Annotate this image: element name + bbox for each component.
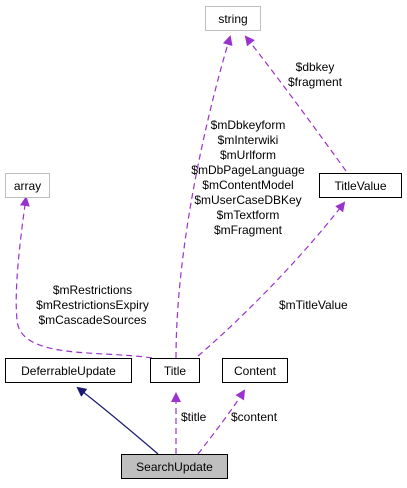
node-searchupdate-label: SearchUpdate xyxy=(136,459,213,474)
node-deferrableupdate[interactable]: DeferrableUpdate xyxy=(5,358,132,383)
edge-label-line: $content xyxy=(231,410,278,424)
node-string-label: string xyxy=(218,11,248,26)
node-deferrableupdate-label: DeferrableUpdate xyxy=(21,363,116,378)
edge-label-content-searchupdate: $content xyxy=(231,410,277,425)
edge-label-title-searchupdate: $title xyxy=(181,410,206,425)
edge-label-line: $dbkey xyxy=(295,60,335,74)
edge-label-line: $mUrlform xyxy=(220,148,276,162)
node-string[interactable]: string xyxy=(205,6,261,31)
edge-label-string-titlevalue: $dbkey $fragment xyxy=(270,60,360,90)
node-titlevalue-label: TitleValue xyxy=(334,178,387,193)
edge-label-line: $fragment xyxy=(287,75,343,89)
edge-label-line: $mRestrictions xyxy=(52,283,133,297)
edge-label-line: $mInterwiki xyxy=(217,133,279,147)
edge-label-string-title: $mDbkeyform $mInterwiki $mUrlform $mDbPa… xyxy=(183,118,313,238)
edge-label-line: $mContentModel xyxy=(202,178,294,192)
edge-label-array-title: $mRestrictions $mRestrictionsExpiry $mCa… xyxy=(25,283,160,328)
edge-titlevalue-title xyxy=(197,201,346,357)
edge-label-line: $mTitleValue xyxy=(279,298,348,312)
edge-label-line: $mFragment xyxy=(213,223,283,237)
node-content[interactable]: Content xyxy=(222,358,288,383)
edge-label-line: $mUserCaseDBKey xyxy=(194,193,302,207)
edge-string-title xyxy=(175,35,233,359)
node-titlevalue[interactable]: TitleValue xyxy=(319,173,402,198)
edge-content-searchupdate xyxy=(197,389,246,455)
node-content-label: Content xyxy=(233,363,277,378)
edge-inheritance-deferrableupdate xyxy=(76,386,159,455)
node-title[interactable]: Title xyxy=(150,358,200,383)
node-title-label: Title xyxy=(163,363,187,378)
edge-label-line: $mRestrictionsExpiry xyxy=(36,298,149,312)
edge-label-titlevalue-title: $mTitleValue xyxy=(279,298,348,313)
node-array-label: array xyxy=(13,178,42,193)
node-array[interactable]: array xyxy=(5,173,50,198)
edge-label-line: $title xyxy=(181,410,207,424)
edge-label-line: $mTextform xyxy=(216,208,280,222)
node-searchupdate[interactable]: SearchUpdate xyxy=(121,454,228,479)
edge-array-title xyxy=(15,196,153,359)
edge-label-line: $mDbPageLanguage xyxy=(191,163,305,177)
edge-label-line: $mDbkeyform xyxy=(210,118,286,132)
edge-label-line: $mCascadeSources xyxy=(38,313,147,327)
